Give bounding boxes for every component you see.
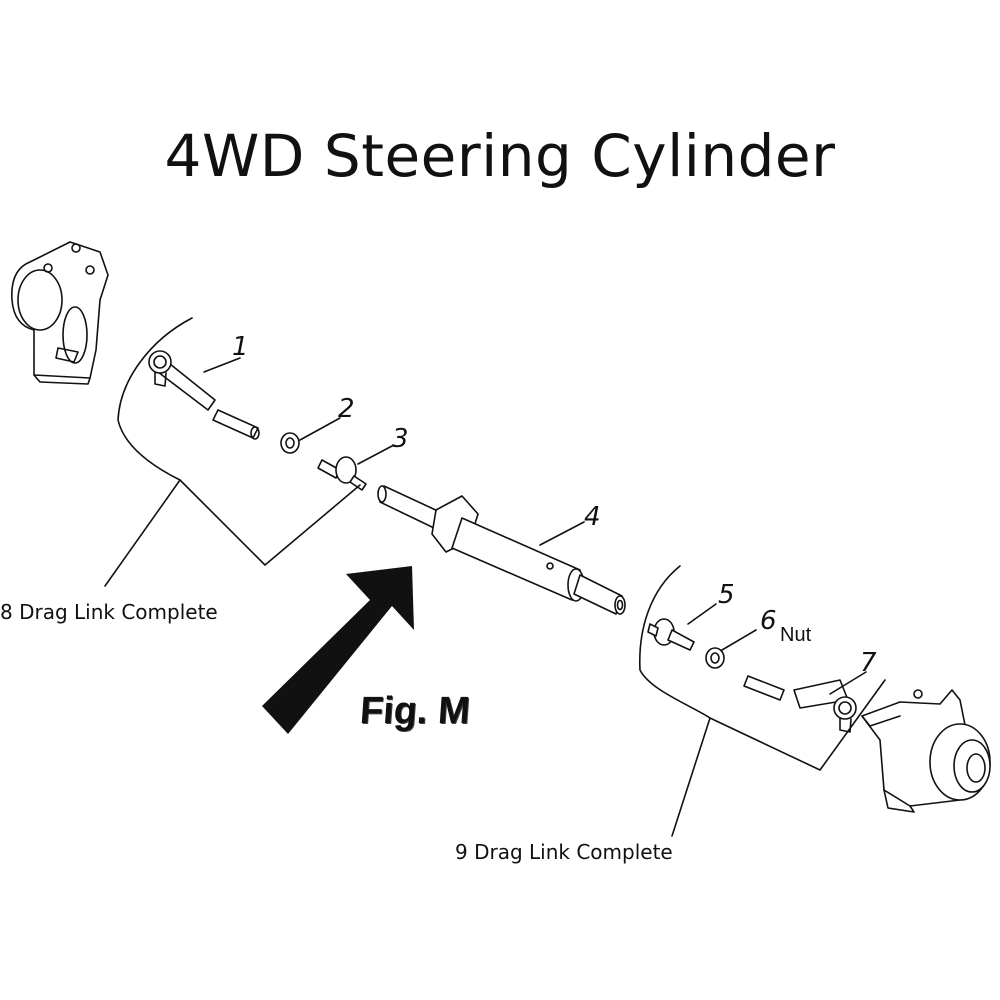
callout-1: 1	[232, 332, 249, 362]
callout-5: 5	[718, 580, 735, 610]
callout-7: 7	[860, 648, 877, 678]
left-knuckle-part	[11, 241, 109, 385]
leader-4	[539, 521, 585, 546]
part-7-tie-rod-end	[743, 675, 857, 733]
part-5-ball-joint	[647, 618, 695, 651]
part-1-tie-rod-end	[148, 350, 260, 440]
leader-2	[299, 417, 341, 441]
callout-6: 6	[760, 606, 777, 636]
left-group-leader	[104, 479, 181, 587]
direction-arrow	[262, 566, 414, 734]
leader-3	[357, 445, 393, 465]
right-knuckle-part	[861, 689, 991, 813]
left-group-bracket	[117, 317, 361, 566]
right-group-leader	[671, 717, 711, 837]
figure-label: Fig. M	[358, 690, 472, 732]
leader-5	[687, 603, 717, 625]
leader-6	[721, 629, 757, 651]
part-4-cylinder	[377, 485, 626, 615]
callout-2: 2	[338, 394, 355, 424]
part-6-nut	[705, 647, 725, 669]
leader-7	[829, 671, 867, 695]
part-2-nut	[280, 432, 300, 454]
part-3-ball-joint	[317, 456, 367, 491]
diagram-title: 4WD Steering Cylinder	[164, 122, 836, 190]
leader-1	[203, 357, 241, 373]
right-group-label: 9 Drag Link Complete	[455, 840, 673, 864]
callout-4: 4	[584, 502, 601, 532]
callout-3: 3	[392, 424, 409, 454]
right-group-bracket	[639, 565, 886, 771]
nut-label: Nut	[780, 624, 812, 646]
left-group-label: 8 Drag Link Complete	[0, 600, 218, 624]
